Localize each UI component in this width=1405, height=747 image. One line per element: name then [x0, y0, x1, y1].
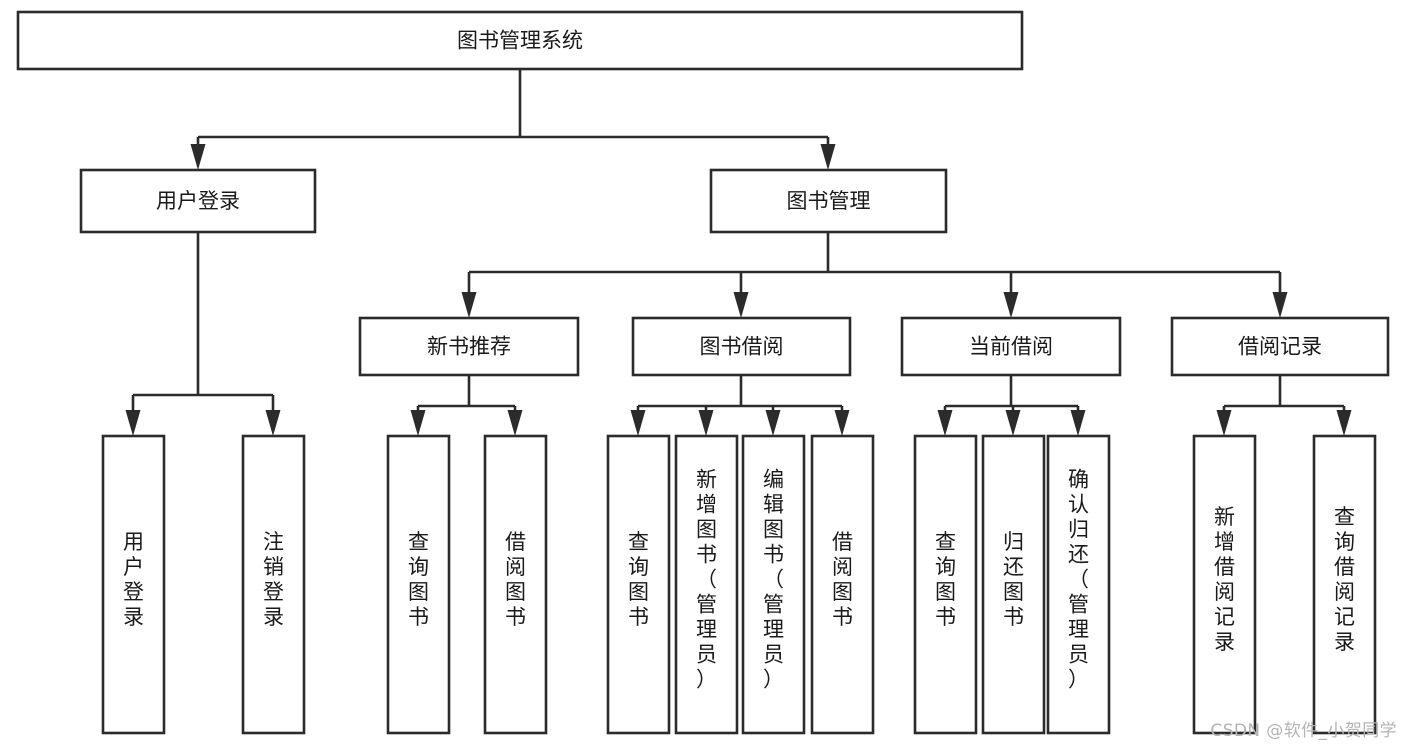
- node-leaf-query-borrow-record[interactable]: 查询借阅记录: [1312, 434, 1377, 735]
- node-box-leaf-query-book-current[interactable]: [913, 434, 978, 735]
- arrow-head-icon: [190, 144, 206, 170]
- node-box-new-book-recommend[interactable]: [358, 316, 580, 377]
- node-label-new-book-recommend: 新书推荐: [427, 335, 511, 359]
- node-leaf-return-book[interactable]: 归还图书: [981, 434, 1046, 735]
- node-box-leaf-query-borrow-record[interactable]: [1312, 434, 1377, 735]
- node-box-leaf-borrow-book[interactable]: [810, 434, 875, 735]
- node-leaf-add-borrow-record[interactable]: 新增借阅记录: [1192, 434, 1257, 735]
- node-label-current-borrow: 当前借阅: [969, 335, 1053, 359]
- node-box-book-management[interactable]: [709, 168, 948, 234]
- node-label-root: 图书管理系统: [457, 29, 583, 53]
- arrow-head-icon: [630, 410, 646, 436]
- node-label-leaf-return-book: 归还图书: [1003, 530, 1024, 629]
- node-box-book-borrow[interactable]: [631, 316, 852, 377]
- arrow-head-icon: [1272, 292, 1288, 318]
- arrow-head-icon: [461, 292, 477, 318]
- arrow-head-icon: [1003, 292, 1019, 318]
- arrow-head-icon: [265, 410, 281, 436]
- node-label-leaf-logout-login: 注销登录: [263, 530, 284, 629]
- node-label-leaf-borrow-book: 借阅图书: [832, 530, 853, 629]
- node-box-leaf-add-borrow-record[interactable]: [1192, 434, 1257, 735]
- node-leaf-borrow-book[interactable]: 借阅图书: [810, 434, 875, 735]
- csdn-watermark: CSDN @软件_小贺同学: [1210, 721, 1397, 741]
- connector-group-recommend-to-leaves: [410, 375, 523, 436]
- arrow-head-icon: [733, 292, 749, 318]
- node-book-management[interactable]: 图书管理: [709, 168, 948, 234]
- node-layer: 图书管理系统用户登录图书管理新书推荐图书借阅当前借阅借阅记录用户登录注销登录查询…: [16, 10, 1390, 735]
- arrow-head-icon: [937, 410, 953, 436]
- connector-layer: [125, 69, 1352, 436]
- node-label-leaf-user-login: 用户登录: [123, 530, 144, 629]
- node-label-leaf-query-book-recommend: 查询图书: [408, 530, 429, 629]
- node-box-leaf-return-book[interactable]: [981, 434, 1046, 735]
- node-label-leaf-query-book-borrow: 查询图书: [628, 530, 649, 629]
- arrow-head-icon: [765, 410, 781, 436]
- arrow-head-icon: [1216, 410, 1232, 436]
- node-label-leaf-query-borrow-record: 查询借阅记录: [1334, 505, 1355, 654]
- node-label-leaf-add-borrow-record: 新增借阅记录: [1214, 505, 1235, 654]
- node-box-user-login[interactable]: [79, 168, 317, 234]
- node-label-book-management: 图书管理: [787, 189, 871, 213]
- node-leaf-borrow-book-recommend[interactable]: 借阅图书: [483, 434, 548, 735]
- node-box-leaf-logout-login[interactable]: [241, 434, 306, 735]
- arrow-head-icon: [834, 410, 850, 436]
- node-box-current-borrow[interactable]: [900, 316, 1122, 377]
- node-leaf-logout-login[interactable]: 注销登录: [241, 434, 306, 735]
- node-label-borrow-record: 借阅记录: [1238, 335, 1322, 359]
- node-current-borrow[interactable]: 当前借阅: [900, 316, 1122, 377]
- node-leaf-query-book-recommend[interactable]: 查询图书: [386, 434, 451, 735]
- node-box-leaf-confirm-return-admin[interactable]: [1046, 434, 1111, 735]
- node-box-borrow-record[interactable]: [1170, 316, 1390, 377]
- node-label-leaf-query-book-current: 查询图书: [935, 530, 956, 629]
- node-leaf-user-login[interactable]: 用户登录: [101, 434, 166, 735]
- node-leaf-confirm-return-admin[interactable]: 确认归还（管理员）: [1046, 434, 1111, 735]
- connector-group-current-to-leaves: [937, 375, 1086, 436]
- arrow-head-icon: [410, 410, 426, 436]
- arrow-head-icon: [698, 410, 714, 436]
- arrow-head-icon: [820, 144, 836, 170]
- connector-group-userlogin-to-leaves: [125, 232, 281, 436]
- arrow-head-icon: [507, 410, 523, 436]
- node-label-leaf-edit-book-admin: 编辑图书（管理员）: [763, 468, 784, 692]
- connector-group-root-to-level2: [190, 69, 836, 170]
- arrow-head-icon: [1336, 410, 1352, 436]
- connector-group-record-to-leaves: [1216, 375, 1352, 436]
- node-box-leaf-query-book-recommend[interactable]: [386, 434, 451, 735]
- arrow-head-icon: [1070, 410, 1086, 436]
- node-box-leaf-add-book-admin[interactable]: [674, 434, 739, 735]
- node-label-user-login: 用户登录: [156, 189, 240, 213]
- node-label-leaf-add-book-admin: 新增图书（管理员）: [696, 468, 717, 692]
- node-box-leaf-user-login[interactable]: [101, 434, 166, 735]
- arrow-head-icon: [1005, 410, 1021, 436]
- node-label-book-borrow: 图书借阅: [700, 335, 784, 359]
- node-leaf-query-book-borrow[interactable]: 查询图书: [606, 434, 671, 735]
- node-root[interactable]: 图书管理系统: [16, 10, 1024, 71]
- node-borrow-record[interactable]: 借阅记录: [1170, 316, 1390, 377]
- node-box-leaf-borrow-book-recommend[interactable]: [483, 434, 548, 735]
- node-book-borrow[interactable]: 图书借阅: [631, 316, 852, 377]
- node-leaf-query-book-current[interactable]: 查询图书: [913, 434, 978, 735]
- connector-group-borrow-to-leaves: [630, 375, 850, 436]
- node-box-root[interactable]: [16, 10, 1024, 71]
- node-new-book-recommend[interactable]: 新书推荐: [358, 316, 580, 377]
- node-leaf-add-book-admin[interactable]: 新增图书（管理员）: [674, 434, 739, 735]
- connector-group-bookmgmt-to-level3: [461, 232, 1288, 318]
- node-box-leaf-edit-book-admin[interactable]: [741, 434, 806, 735]
- node-label-leaf-confirm-return-admin: 确认归还（管理员）: [1068, 468, 1089, 692]
- node-leaf-edit-book-admin[interactable]: 编辑图书（管理员）: [741, 434, 806, 735]
- arrow-head-icon: [125, 410, 141, 436]
- node-box-leaf-query-book-borrow[interactable]: [606, 434, 671, 735]
- node-user-login[interactable]: 用户登录: [79, 168, 317, 234]
- node-label-leaf-borrow-book-recommend: 借阅图书: [505, 530, 526, 629]
